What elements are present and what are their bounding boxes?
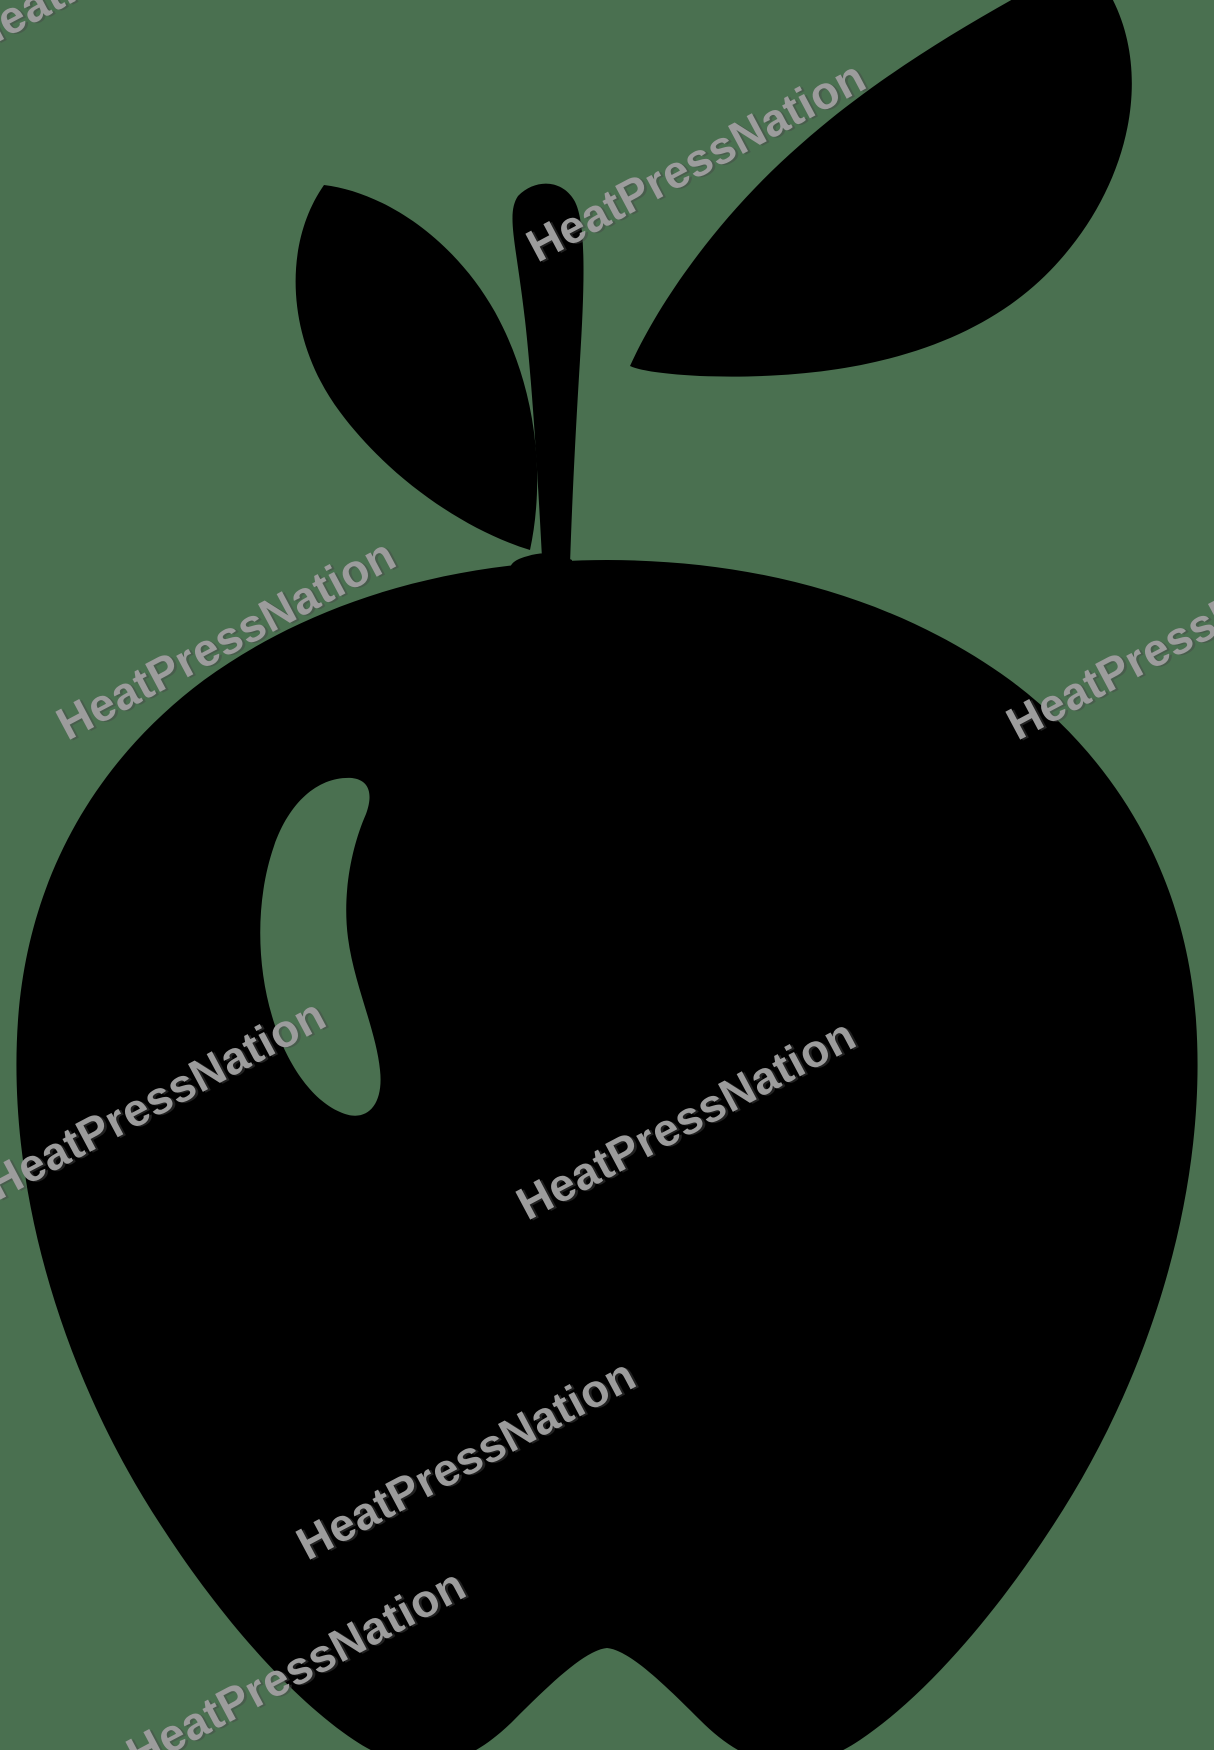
apple-leaf-left-shape [295, 185, 538, 550]
apple-leaf-right-shape [630, 0, 1132, 377]
apple-body-shape [16, 560, 1198, 1750]
apple-stem-shape [512, 183, 596, 618]
